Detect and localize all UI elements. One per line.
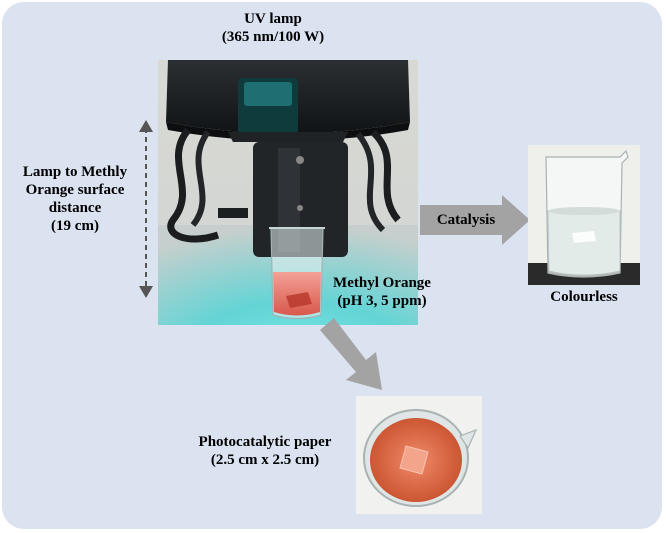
colourless-beaker-illustration <box>528 145 640 285</box>
distance-line-1: Lamp to Methly <box>22 164 128 180</box>
paper-arrow <box>320 318 382 390</box>
colourless-label: Colourless <box>550 289 618 305</box>
distance-arrow <box>139 120 153 298</box>
paper-line-2: (2.5 cm x 2.5 cm) <box>210 452 320 468</box>
colourless-beaker-photo <box>528 145 640 285</box>
distance-label: Lamp to Methly Orange surface distance (… <box>12 163 138 235</box>
photocatalytic-paper-illustration <box>356 396 482 514</box>
distance-line-4: (19 cm) <box>51 218 99 234</box>
sample-line-2: (pH 3, 5 ppm) <box>337 293 427 309</box>
sample-label: Methyl Orange (pH 3, 5 ppm) <box>318 274 446 310</box>
catalysis-label: Catalysis <box>436 212 496 228</box>
paper-line-1: Photocatalytic paper <box>198 434 332 450</box>
lamp-photo <box>158 60 418 325</box>
photocatalytic-paper-photo <box>356 396 482 514</box>
sample-line-1: Methyl Orange <box>333 275 431 291</box>
lamp-title: UV lamp (365 nm/100 W) <box>188 10 358 46</box>
distance-line-3: distance <box>48 200 102 216</box>
lamp-photo-illustration <box>158 60 418 325</box>
paper-label: Photocatalytic paper (2.5 cm x 2.5 cm) <box>176 433 354 469</box>
catalysis-arrow <box>420 195 530 245</box>
lamp-spec-text: (365 nm/100 W) <box>221 29 325 45</box>
lamp-title-text: UV lamp <box>244 11 302 27</box>
distance-line-2: Orange surface <box>25 182 125 198</box>
